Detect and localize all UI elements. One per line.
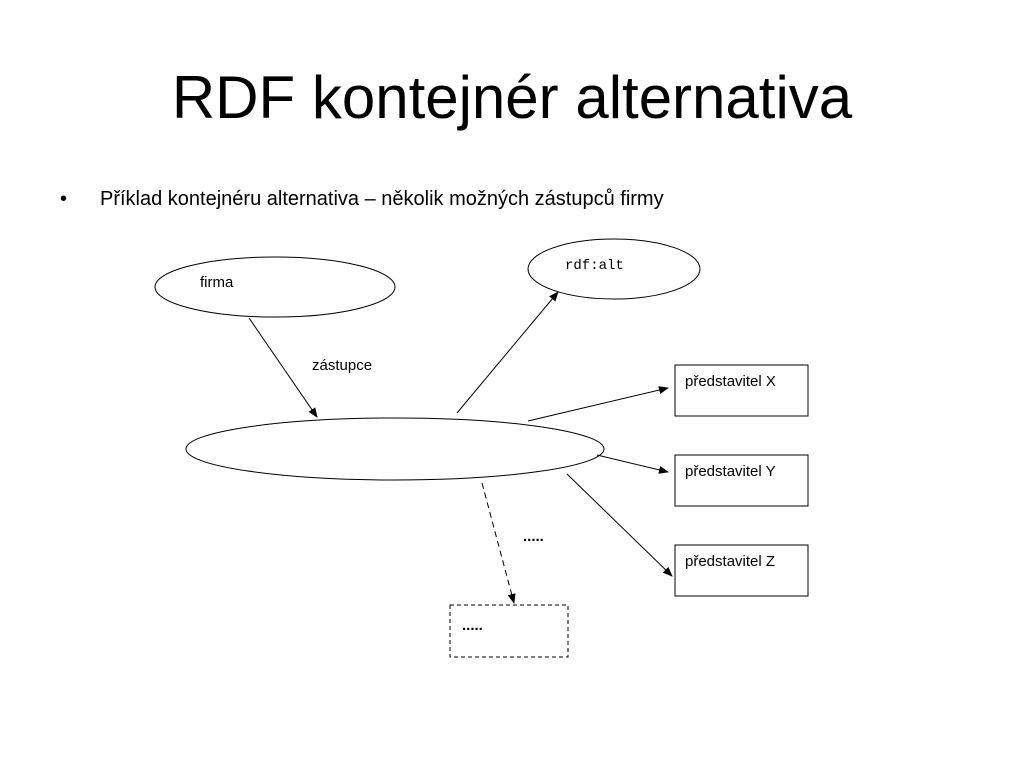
arrow-container-to-predstavitel-x	[527, 386, 669, 422]
firma-node	[154, 256, 396, 318]
predstavitel-y-box	[674, 454, 809, 507]
arrow-container-to-rdf-alt	[456, 291, 559, 414]
predstavitel-x-label: představitel X	[685, 373, 776, 390]
arrow-container-to-ellipsis-box	[481, 482, 516, 604]
arrow-firma-to-container	[248, 317, 318, 418]
ellipsis-box	[449, 604, 569, 658]
slide-title: RDF kontejnér alternativa	[171, 64, 853, 131]
bullet-item: • Příklad kontejnéru alternativa – někol…	[60, 186, 664, 212]
bullet-mark: •	[60, 188, 68, 210]
arrow-container-to-predstavitel-z	[566, 473, 673, 577]
rdf-alt-label: rdf:alt	[565, 258, 624, 274]
ellipsis-label: .....	[523, 528, 544, 545]
bullet-text: Příklad kontejnéru alternativa – několik…	[100, 188, 664, 210]
ellipsis-box-label: .....	[462, 617, 483, 634]
predstavitel-y-label: představitel Y	[685, 463, 776, 480]
firma-label: firma	[200, 274, 234, 291]
rdf-alt-node	[527, 238, 701, 300]
zastupce-label: zástupce	[312, 357, 372, 374]
arrow-container-to-predstavitel-y	[596, 454, 669, 474]
predstavitel-z-label: představitel Z	[685, 553, 775, 570]
predstavitel-z-box	[674, 544, 809, 597]
container-node	[185, 417, 605, 481]
predstavitel-x-box	[674, 364, 809, 417]
